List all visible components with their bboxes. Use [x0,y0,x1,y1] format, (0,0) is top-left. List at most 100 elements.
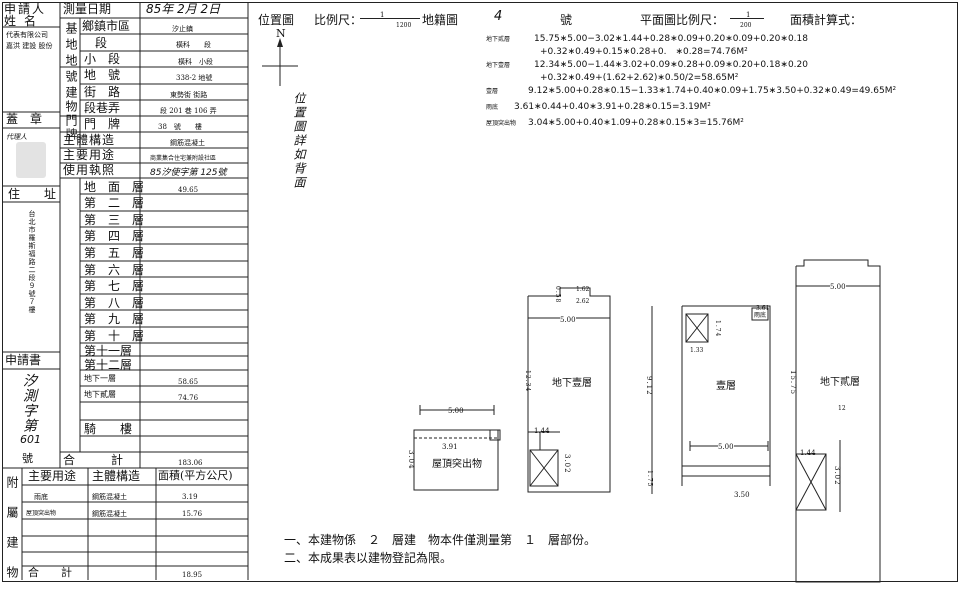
f1-s: 1.33 [690,347,704,354]
use-value: 商業集合住宅兼附設社區 [150,155,217,162]
f1-t: 1.74 [714,320,721,338]
b2-stair-depth: 3.02 [833,466,841,486]
roof-height: 3.04 [407,450,415,470]
base-label: 基地地號 [64,22,78,86]
annex-row-area: 15.76 [182,510,203,518]
request-suffix: 號 [22,452,33,465]
f1-height2: 1.75 [646,470,653,488]
annex-row-area: 3.19 [182,493,198,501]
f1-title: 壹層 [716,381,736,392]
lotno-label: 地 號 [84,68,121,82]
region-value: 汐止鎮 [172,25,193,33]
plan-scale-num: 1 [746,11,751,19]
address-value: 台北市羅斯福路二段９號７樓 [28,210,36,314]
b2-n: 12 [838,405,846,412]
calc-formula-line1: 9.12∗5.00+0.28∗0.15−1.33∗1.74+0.40∗0.09+… [528,86,897,96]
floor-name: 地 面 層 [84,180,145,194]
scale-num: 1 [380,11,385,19]
floor-name: 第 十 層 [84,329,145,343]
street-label: 街 路 [84,85,121,99]
location-label: 位置圖 [258,13,295,27]
b2-stair-width: 1.44 [800,449,816,457]
annex-side-label: 附屬建物 [5,476,19,596]
b2-height: 15.75 [789,370,797,396]
floor-name: 第 七 層 [84,279,145,293]
b1-title: 地下壹層 [552,378,592,389]
scale-den: 1200 [396,22,412,29]
f1-height: 9.12 [645,376,653,396]
annex-row-struct: 鋼筋混凝土 [92,493,127,501]
calc-formula-line1: 12.34∗5.00−1.44∗3.02+0.09∗0.28+0.09∗0.20… [534,60,808,70]
calc-label: 地下壹層 [486,62,511,69]
annex-row-use: 雨底 [34,493,48,501]
no-suffix: 號 [560,13,573,27]
floor-name: 第十二層 [84,358,133,372]
roof-stair-depth: 3.02 [563,454,571,474]
request-number-text: 汐測字第 [21,373,37,433]
cadastral-no: 4 [494,9,503,24]
plan-scale-label: 平面圖比例尺： [640,13,725,27]
b1-width: 5.00 [560,313,576,327]
location-note: 位置圖詳如背面 [292,92,306,190]
plan-scale-den: 200 [740,22,752,29]
calc-formula-line2: +0.32∗0.49+(1.62+2.62)∗0.50/2=58.65M² [540,73,739,83]
f1-width: 5.00 [718,440,734,454]
license-label: 使用執照 [63,163,116,177]
scale-fraction-bar [360,18,420,19]
request-label: 申請書 [5,353,42,367]
floor-area: 74.76 [178,394,199,402]
total-label: 合 計 [63,453,124,467]
annex-header-area: 面積(平方公尺) [158,469,233,482]
calc-label: 雨底 [486,104,499,111]
calc-formula-line1: 3.04∗5.00+0.40∗1.09+0.28∗0.15∗3=15.76M² [528,118,744,128]
representative-text: 代理人 [6,133,27,141]
floor-name: 第十一層 [84,344,133,358]
subsection-label: 小 段 [84,52,121,66]
area-calc-label: 面積計算式： [790,13,863,27]
b2-width: 5.00 [830,280,846,294]
b1-height: 12.34 [524,370,531,393]
b1-top2: 2.62 [576,298,590,305]
plan-scale-fraction-bar [730,18,764,19]
annex-total-label: 合 計 [28,566,72,579]
note-1: 一、本建物係 ２ 層建 物本件僅測量第 １ 層部份。 [284,533,597,547]
floor-name: 第 八 層 [84,296,145,310]
total-value: 183.06 [178,459,203,467]
structure-label: 主體構造 [63,133,116,147]
b2-title: 地下貳層 [820,377,860,388]
note-2: 二、本成果表以建物登記為限。 [284,551,453,565]
calc-label: 屋頂突出物 [486,120,517,127]
floor-name: 第 四 層 [84,229,145,243]
floor-name: 地下貳層 [84,390,116,399]
applicant-company: 代表有限公司 嘉洪 建設 股份 [6,31,53,50]
seal-stamp [16,142,46,178]
f1-r: 3.61 [756,305,770,312]
section-label: 段 [95,36,108,50]
floor-area: 49.65 [178,186,199,194]
north-label: N [276,27,286,40]
address-label: 住 址 [8,187,63,201]
request-number: 601 [20,433,41,446]
annex-header-struct: 主體構造 [92,469,141,483]
lane-label: 段巷弄 [84,101,121,115]
use-label: 主要用途 [63,148,116,162]
table-grid [2,2,249,580]
lane-value: 段 201 巷 106 弄 [160,107,217,115]
annex-row-use: 屋頂突出物 [26,510,57,517]
floor-name: 騎 樓 [84,422,133,436]
f1-depth: 3.50 [734,491,750,499]
bldg-label: 建物門牌 [64,86,78,142]
b1-c: 0.58 [554,286,561,304]
roof-stair-width: 1.44 [534,427,550,435]
seal-label: 蓋 章 [6,112,43,126]
calc-formula-line1: 15.75∗5.00−3.02∗1.44+0.28∗0.09+0.20∗0.09… [534,34,808,44]
region-label: 鄉鎮市區 [82,19,131,33]
annex-total-value: 18.95 [182,571,203,579]
structure-value: 鋼筋混凝土 [170,139,205,147]
floor-name: 第 三 層 [84,213,145,227]
f1-stair: 雨底 [754,312,767,319]
floor-name: 第 二 層 [84,196,145,210]
floor-name: 第 五 層 [84,246,145,260]
floor-name: 第 六 層 [84,263,145,277]
door-value: 38 號 樓 [158,123,202,131]
